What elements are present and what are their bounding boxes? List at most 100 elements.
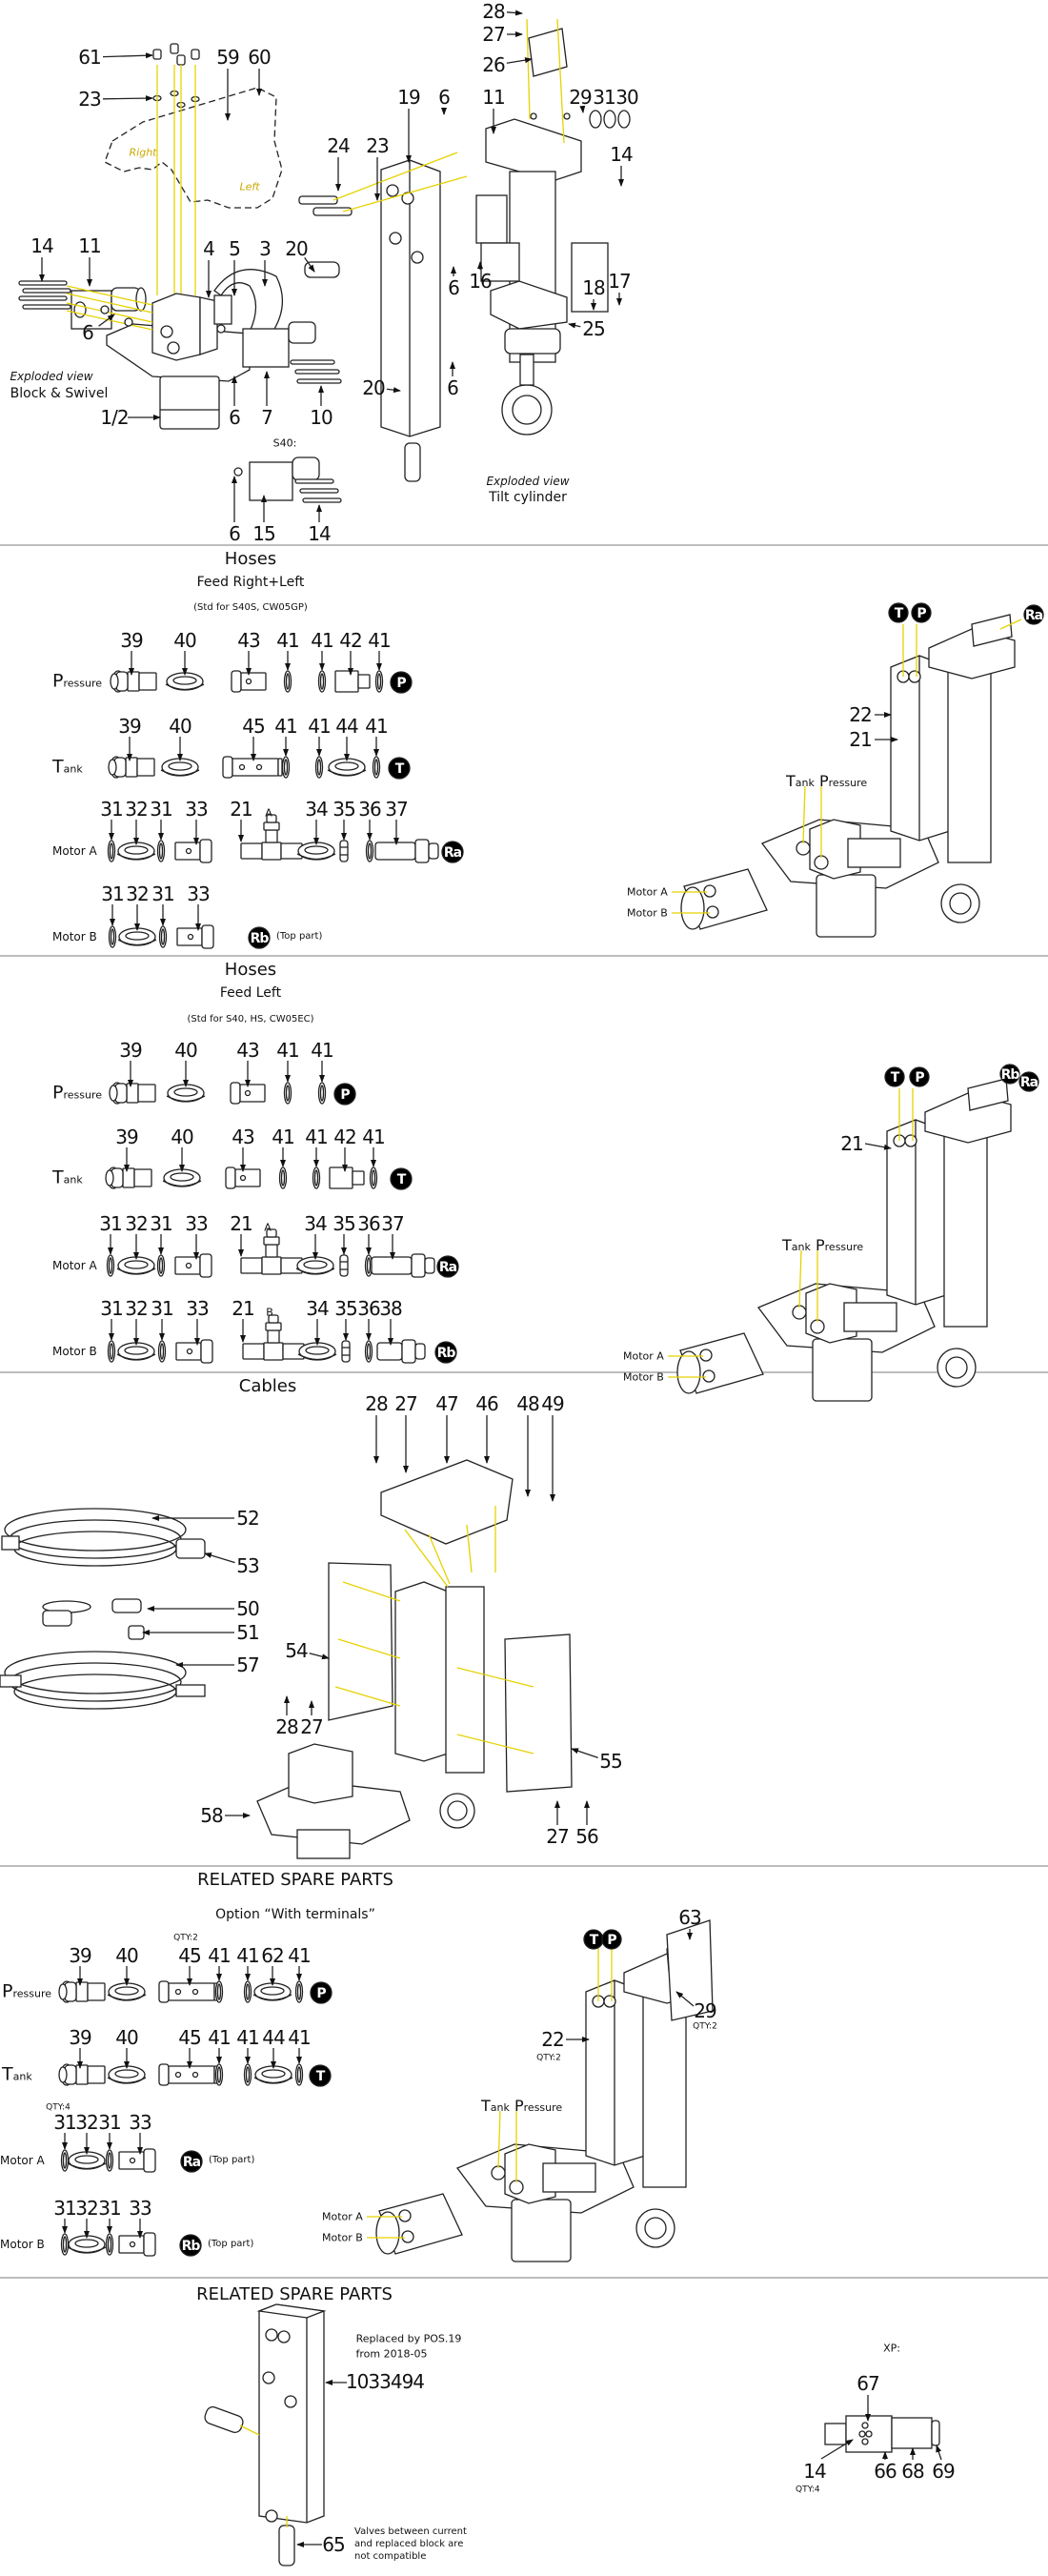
part-outline xyxy=(107,1994,147,2001)
tee-port-letter: A xyxy=(264,1221,272,1234)
banjo-part-icon xyxy=(231,670,267,693)
part-outline xyxy=(133,1168,152,1187)
banjoR-part-icon xyxy=(118,2148,156,2173)
part-callout-38: 38 xyxy=(379,1297,402,1320)
part-callout-31: 31 xyxy=(151,882,174,905)
callout-21: 21 xyxy=(849,728,872,751)
assembly-drawing xyxy=(668,1078,1012,1402)
part-outline xyxy=(295,1268,335,1275)
part-outline xyxy=(277,758,283,777)
part-outline xyxy=(263,821,280,831)
part-outline xyxy=(261,1256,282,1275)
oring-part-icon xyxy=(243,1980,252,2003)
part-callout-33: 33 xyxy=(185,798,208,821)
port-p xyxy=(904,1134,917,1147)
part-outline xyxy=(127,671,140,692)
part-hole xyxy=(129,2157,136,2164)
fit-part-icon xyxy=(58,1980,106,2003)
top-callout-1/2: 1/2 xyxy=(100,406,129,429)
block-swivel-caption-line-2: Block & Swivel xyxy=(10,386,109,401)
port-marker-icon xyxy=(888,602,909,623)
tilt-cylinder-caption-line-1: Exploded view xyxy=(486,475,570,488)
section-subtitle: Option “With terminals” xyxy=(215,1907,375,1922)
section-note: (Std for S40, HS, CW05EC) xyxy=(187,1014,314,1024)
top-callout-26: 26 xyxy=(482,53,505,76)
swivel-cylinder xyxy=(812,1338,873,1402)
callout-29: 29 xyxy=(694,1999,716,2022)
washer-part-icon xyxy=(162,1168,202,1187)
part-callout-43: 43 xyxy=(237,629,260,652)
part-callout-31: 31 xyxy=(98,2197,121,2220)
plate-18 xyxy=(571,242,609,313)
part-outline xyxy=(143,2148,156,2173)
fit-part-icon xyxy=(110,670,157,693)
oring-part-icon xyxy=(278,1166,288,1189)
tee-part-icon xyxy=(242,1314,305,1361)
valve-7 xyxy=(542,2162,596,2193)
part-outline xyxy=(168,761,192,771)
port-marker-label: Ra xyxy=(182,2155,201,2170)
port-marker-icon xyxy=(601,1929,622,1950)
port-note: (Top part) xyxy=(276,931,323,942)
top-callout-6: 6 xyxy=(229,406,241,429)
washer-part-icon xyxy=(165,672,205,691)
valve-compat-note: not compatible xyxy=(354,2551,427,2562)
tee-port-letter: A xyxy=(265,806,272,820)
leader-line xyxy=(456,1734,534,1755)
label-rest: ank xyxy=(791,1241,811,1253)
leader-line xyxy=(798,1249,802,1308)
part-outline xyxy=(109,1343,114,1360)
top-callout-6: 6 xyxy=(82,321,94,344)
leader-line xyxy=(66,302,153,323)
guard-plate-outline xyxy=(104,87,283,209)
block-swivel-caption-line-1: Exploded view xyxy=(10,370,93,383)
top-callout-6: 6 xyxy=(448,276,460,299)
part-outline xyxy=(265,829,278,843)
part-outline xyxy=(158,1980,170,2003)
part-outline xyxy=(297,1353,337,1361)
oring-part-icon xyxy=(60,2149,70,2172)
section-title: RELATED SPARE PARTS xyxy=(197,1870,393,1890)
part-outline xyxy=(303,1260,328,1269)
part-callout-39: 39 xyxy=(119,1039,142,1062)
part-callout-34: 34 xyxy=(306,1297,329,1320)
part-hole xyxy=(186,1348,193,1355)
label-initial: P xyxy=(514,2097,524,2115)
tilt-cylinder xyxy=(947,657,992,863)
cable-coil-52 xyxy=(4,1508,187,1552)
part-outline xyxy=(265,1244,278,1258)
top-callout-6: 6 xyxy=(229,522,241,545)
part-outline xyxy=(199,839,212,863)
cylinder-eye-bore xyxy=(512,395,542,425)
row-label-motor: Motor A xyxy=(52,1259,97,1272)
port-marker-label: T xyxy=(890,1070,900,1085)
replaced-block-top xyxy=(256,2303,327,2319)
part-callout-33: 33 xyxy=(187,882,210,905)
part-callout-39: 39 xyxy=(69,2026,91,2049)
label-initial: P xyxy=(816,1236,825,1254)
part-outline xyxy=(240,842,263,860)
part-outline xyxy=(371,1169,376,1187)
oring-part-icon xyxy=(158,925,168,948)
top-callout-24: 24 xyxy=(327,134,350,157)
valve-7-coil xyxy=(288,321,316,344)
port-marker-icon xyxy=(999,1064,1020,1085)
port-marker-label: Rb xyxy=(436,1346,456,1361)
part-outline xyxy=(334,670,359,693)
part-outline xyxy=(245,1983,251,2000)
part-callout-39: 39 xyxy=(69,1944,91,1967)
leader-line xyxy=(342,175,468,213)
xp-port xyxy=(858,2430,866,2438)
connector-57a xyxy=(0,1674,22,1688)
port-marker-label: Rb xyxy=(181,2239,201,2254)
part-callout-31: 31 xyxy=(100,798,123,821)
callout-14: 14 xyxy=(803,2460,826,2483)
part-outline xyxy=(265,1322,282,1331)
top-callout-14: 14 xyxy=(610,143,633,166)
part-outline xyxy=(114,2069,139,2079)
part-callout-41: 41 xyxy=(274,715,297,738)
swivel-cylinder xyxy=(296,1829,351,1859)
clip-51 xyxy=(128,1625,145,1640)
callout-65: 65 xyxy=(322,2533,345,2556)
washer-part-icon xyxy=(253,2065,293,2084)
